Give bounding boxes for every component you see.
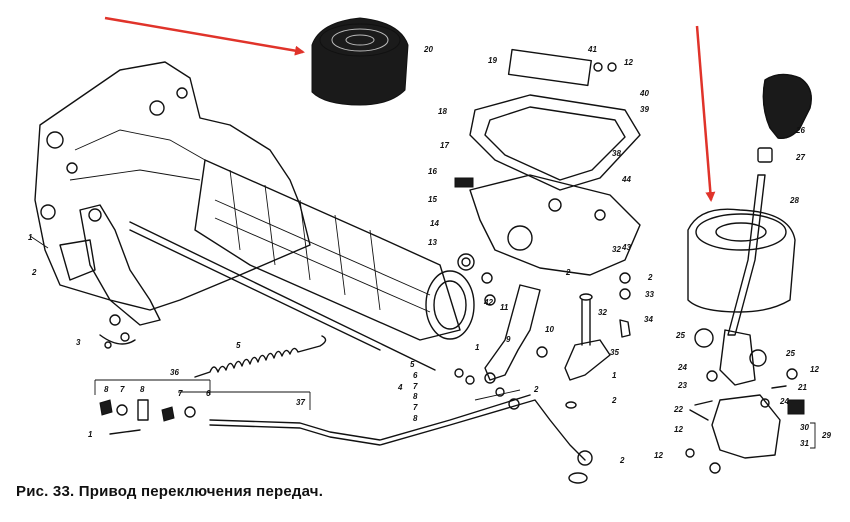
label-14: 14: [430, 219, 439, 228]
label-13: 13: [428, 238, 437, 247]
shift-rod: [209, 394, 593, 466]
gearbox-housing: [34, 61, 311, 311]
selector-linkage: [29, 204, 436, 371]
label-3: 3: [76, 338, 81, 347]
label-2b: 2: [533, 385, 539, 394]
label-32a: 32: [598, 308, 607, 317]
label-42: 42: [483, 298, 493, 307]
label-21: 21: [797, 383, 807, 392]
label-29: 29: [821, 431, 831, 440]
part-labels: 20 19 41 12 18 40 39 17 16 15 14 13 44 4…: [28, 45, 831, 465]
label-22: 22: [673, 405, 683, 414]
label-28: 28: [789, 196, 799, 205]
label-38: 38: [612, 149, 621, 158]
label-25a: 25: [675, 331, 685, 340]
label-2a: 2: [647, 273, 653, 282]
shift-levers: [454, 272, 631, 484]
label-8a: 8: [413, 392, 418, 401]
red-arrow-left: [104, 16, 305, 56]
label-20: 20: [423, 45, 433, 54]
label-8d: 8: [140, 385, 145, 394]
label-4: 4: [397, 383, 403, 392]
label-1d: 1: [28, 233, 33, 242]
label-7c: 7: [178, 389, 183, 398]
extension-housing: [194, 159, 475, 341]
label-9: 9: [506, 335, 511, 344]
label-2f: 2: [565, 268, 571, 277]
label-12c: 12: [674, 425, 683, 434]
label-17: 17: [440, 141, 449, 150]
red-arrow-right: [695, 25, 716, 202]
label-39: 39: [640, 105, 649, 114]
return-spring: [194, 335, 327, 378]
label-5b: 5: [236, 341, 241, 350]
label-26: 26: [795, 126, 805, 135]
label-41: 41: [587, 45, 597, 54]
label-44: 44: [621, 175, 631, 184]
label-8c: 8: [104, 385, 109, 394]
label-12a: 12: [624, 58, 633, 67]
label-12d: 12: [654, 451, 663, 460]
label-16: 16: [428, 167, 437, 176]
label-2e: 2: [31, 268, 37, 277]
label-7a: 7: [413, 382, 418, 391]
label-10: 10: [545, 325, 554, 334]
label-24a: 24: [677, 363, 687, 372]
label-43: 43: [621, 243, 631, 252]
label-2c: 2: [611, 396, 617, 405]
label-35: 35: [610, 348, 619, 357]
label-37: 37: [296, 398, 305, 407]
label-1a: 1: [475, 343, 480, 352]
hardware-row: [94, 379, 311, 435]
label-15: 15: [428, 195, 437, 204]
figure-caption: Рис. 33. Привод переключения передач.: [16, 483, 324, 500]
label-6a: 6: [413, 371, 418, 380]
label-5a: 5: [410, 360, 415, 369]
label-1b: 1: [612, 371, 617, 380]
label-12b: 12: [810, 365, 819, 374]
label-7b: 7: [413, 403, 418, 412]
label-30: 30: [800, 423, 809, 432]
label-19: 19: [488, 56, 497, 65]
label-36: 36: [170, 368, 179, 377]
label-18: 18: [438, 107, 447, 116]
label-31: 31: [800, 439, 809, 448]
label-1c: 1: [88, 430, 93, 439]
label-6b: 6: [206, 389, 211, 398]
label-32b: 32: [612, 245, 621, 254]
label-7d: 7: [120, 385, 125, 394]
label-27: 27: [795, 153, 805, 162]
label-11: 11: [500, 303, 509, 312]
label-23: 23: [677, 381, 687, 390]
label-34: 34: [644, 315, 653, 324]
label-40: 40: [639, 89, 649, 98]
label-33: 33: [645, 290, 654, 299]
label-24b: 24: [779, 397, 789, 406]
label-25b: 25: [785, 349, 795, 358]
shift-lever-assembly: [685, 73, 816, 474]
label-8b: 8: [413, 414, 418, 423]
cover-assembly: [454, 48, 641, 284]
label-2d: 2: [619, 456, 625, 465]
rubber-boot-top: [311, 17, 409, 106]
